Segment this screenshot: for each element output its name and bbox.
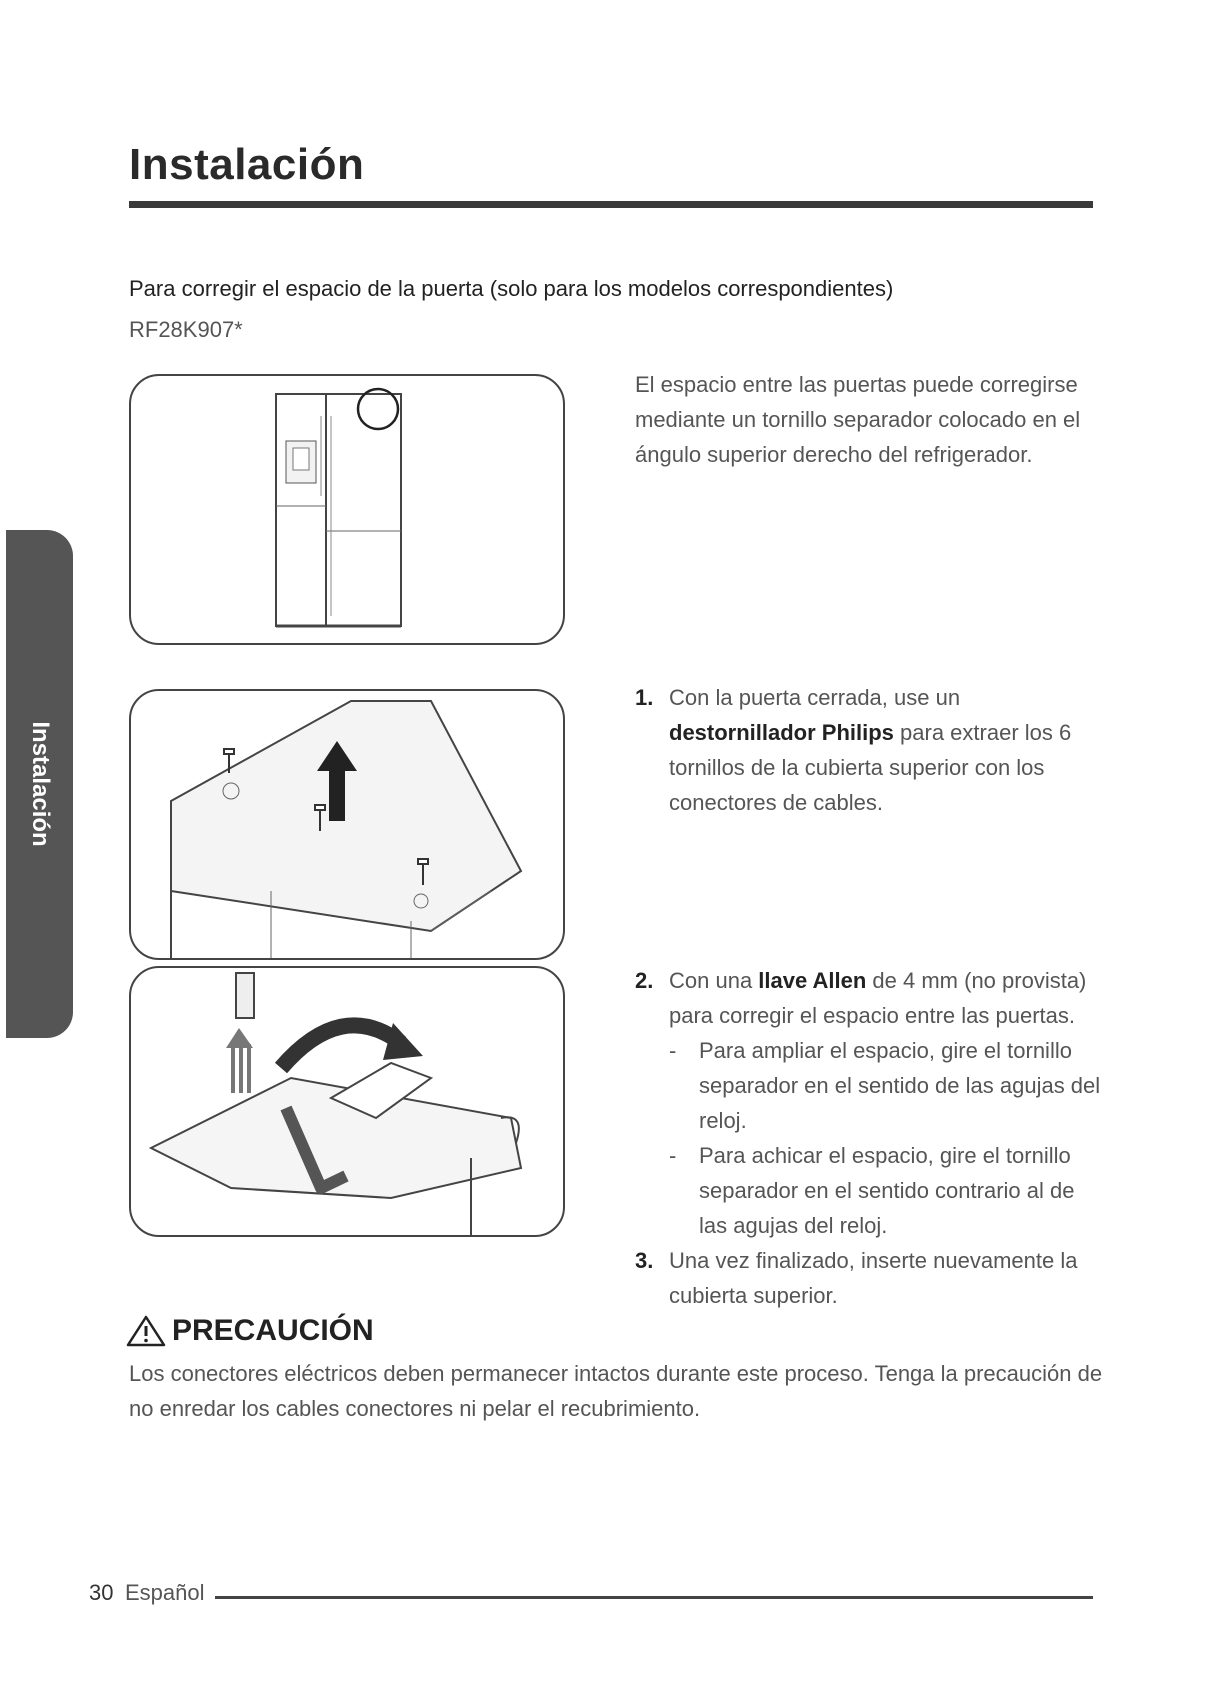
step-number: 1. <box>635 685 654 710</box>
step-3: 3. Una vez finalizado, inserte nuevament… <box>635 1243 1105 1313</box>
allen-key-illustration <box>148 972 523 1235</box>
step-number: 2. <box>635 968 654 993</box>
title-rule <box>129 201 1093 208</box>
page-language: Español <box>125 1580 205 1605</box>
step-text: Con una <box>669 968 759 993</box>
sub-item-text: Para achicar el espacio, gire el tornill… <box>699 1143 1075 1238</box>
step-text: Una vez finalizado, inserte nuevamente l… <box>669 1248 1078 1308</box>
caution-heading: PRECAUCIÓN <box>126 1314 374 1348</box>
step-text: de 4 mm (no provista) para corregir el e… <box>669 968 1087 1028</box>
dash-bullet: - <box>669 1143 677 1168</box>
refrigerator-illustration <box>275 387 402 628</box>
step-1: 1. Con la puerta cerrada, use un destorn… <box>635 680 1105 820</box>
section-heading: Para corregir el espacio de la puerta (s… <box>129 276 894 301</box>
step-2: 2. Con una llave Allen de 4 mm (no provi… <box>635 963 1105 1313</box>
step-keyword: llave Allen <box>758 968 867 993</box>
caution-text: Los conectores eléctricos deben permanec… <box>129 1361 1103 1421</box>
figure-top-cover <box>129 689 565 960</box>
warning-triangle-icon <box>126 1315 166 1347</box>
side-tab: Instalación <box>6 530 73 1038</box>
side-tab-label: Instalación <box>26 721 54 847</box>
intro-text: El espacio entre las puertas puede corre… <box>635 367 1105 472</box>
sub-item-text: Para ampliar el espacio, gire el tornill… <box>699 1038 1101 1133</box>
step-text: Con la puerta cerrada, use un <box>669 685 961 710</box>
model-code: RF28K907* <box>129 317 243 342</box>
page-title: Instalación <box>129 140 365 189</box>
figure-allen-key <box>129 966 565 1237</box>
step-text: para extraer los 6 tornillos de la cubie… <box>669 720 1072 815</box>
top-cover-illustration <box>170 700 523 958</box>
step-number: 3. <box>635 1248 654 1273</box>
step-keyword: destornillador Philips <box>669 720 894 745</box>
figure-refrigerator <box>129 374 565 645</box>
sub-item: - Para ampliar el espacio, gire el torni… <box>635 1033 1105 1138</box>
intro-line: El espacio entre las puertas puede corre… <box>635 372 1078 397</box>
caution-title: PRECAUCIÓN <box>172 1314 374 1347</box>
sub-item: - Para achicar el espacio, gire el torni… <box>635 1138 1105 1243</box>
intro-line: mediante un tornillo separador colocado … <box>635 407 1081 432</box>
footer-rule <box>215 1596 1093 1599</box>
page-number: 30 <box>89 1580 114 1605</box>
intro-line: ángulo superior derecho del refrigerador… <box>635 442 1033 467</box>
dash-bullet: - <box>669 1038 677 1063</box>
